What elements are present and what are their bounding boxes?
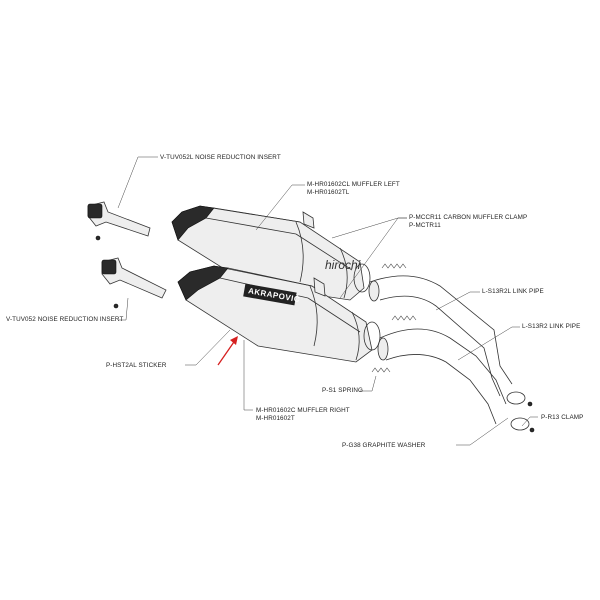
muffler-left — [171, 205, 365, 301]
spring-lower — [371, 315, 417, 373]
red-arrow — [217, 336, 238, 366]
label-sticker: P-HST2AL STICKER — [106, 362, 167, 369]
label-r13-clamp: P-R13 CLAMP — [541, 414, 583, 421]
carbon-muffler-clamp — [353, 263, 381, 351]
label-muffler-right: M-HR01602C MUFFLER RIGHT — [256, 407, 350, 414]
label-carbon-clamp: P-MCCR11 CARBON MUFFLER CLAMP — [409, 214, 527, 221]
label-link-pipe-right: L-S13R2 LINK PIPE — [522, 323, 580, 330]
label-carbon-clamp-alt: P-MCTR11 — [409, 222, 441, 229]
insert-right — [101, 257, 167, 309]
muffler-right: AKRAPOVIČ — [177, 265, 373, 363]
label-graphite-washer: P-G38 GRAPHITE WASHER — [342, 442, 426, 449]
label-muffler-left-alt: M-HR01602TL — [307, 189, 350, 196]
link-pipe-left — [368, 275, 513, 397]
r13-clamp — [506, 391, 535, 433]
insert-left — [87, 201, 151, 241]
spring-upper — [381, 263, 407, 269]
link-pipe-right — [377, 328, 507, 425]
watermark: hirochi — [325, 258, 361, 272]
label-insert-right: V-TUV052 NOISE REDUCTION INSERT — [6, 316, 123, 323]
label-muffler-right-alt: M-HR01602T — [256, 415, 295, 422]
leader-lines — [117, 156, 538, 446]
label-spring: P-S1 SPRING — [322, 387, 363, 394]
label-insert-left: V-TUV052L NOISE REDUCTION INSERT — [160, 154, 281, 161]
label-link-pipe-left: L-S13R2L LINK PIPE — [482, 288, 544, 295]
label-muffler-left: M-HR01602CL MUFFLER LEFT — [307, 181, 400, 188]
